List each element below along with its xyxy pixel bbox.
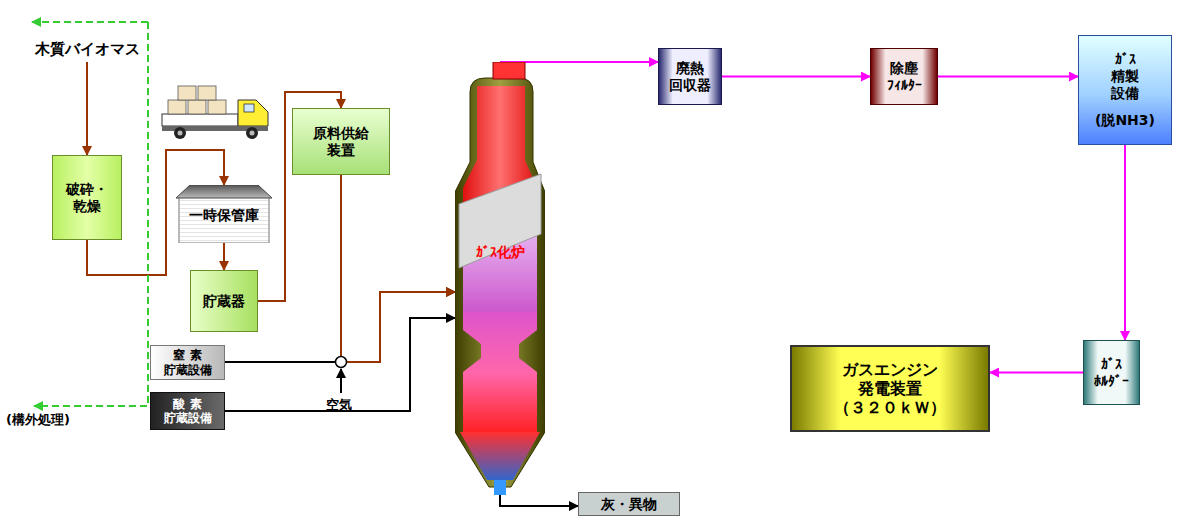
tank-box: 窒 素 貯蔵設備: [150, 345, 225, 380]
generator-box: ガスエンジン 発電装置 （３２０ｋＷ）: [790, 345, 990, 432]
node-sublabel: (脱NH3): [1095, 112, 1155, 129]
node-label: ｶﾞｽ 精製 設備: [1103, 51, 1147, 101]
storage-building: 一時保管庫: [176, 185, 272, 243]
source-label: 木質バイオマス: [26, 36, 148, 62]
node-label: 木質バイオマス: [35, 40, 140, 58]
flow-arrow: [990, 372, 1083, 374]
node-label: 破砕・ 乾燥: [64, 181, 110, 215]
flow-arrow: [223, 243, 225, 270]
node-label: 廃熱 回収器: [667, 60, 713, 94]
node-label: ｶﾞｽ ﾎﾙﾀﾞｰ: [1089, 356, 1135, 390]
node-label: ガスエンジン 発電装置 （３２０ｋＷ）: [809, 360, 971, 418]
process-box: 廃熱 回収器: [658, 48, 722, 105]
node-label: 窒 素 貯蔵設備: [160, 348, 216, 377]
node-label: 灰・異物: [601, 496, 657, 513]
flow-arrow: [500, 495, 578, 506]
node-label: 酸 素 貯蔵設備: [160, 397, 216, 426]
output-box: 灰・異物: [578, 492, 680, 516]
process-box: 原料供給 装置: [292, 108, 390, 175]
flow-arrow: [938, 76, 1078, 78]
process-box: 破砕・ 乾燥: [52, 155, 122, 240]
flow-arrow: [341, 175, 455, 362]
process-box: 除塵 ﾌｨﾙﾀｰ: [870, 48, 938, 105]
dashed-route: [32, 21, 148, 23]
tank-box: 酸 素 貯蔵設備: [150, 392, 225, 430]
air-arrow: [340, 369, 342, 393]
process-box: ｶﾞｽ ﾎﾙﾀﾞｰ: [1083, 340, 1140, 405]
node-label: 貯蔵器: [203, 293, 245, 310]
flow-arrow: [722, 76, 870, 78]
flow-arrow: [86, 62, 88, 155]
node-label: ｶﾞｽ化炉: [455, 244, 545, 261]
truck-illustration: [162, 86, 268, 139]
note-label: (構外処理): [6, 411, 70, 429]
junction-circle: [336, 357, 347, 368]
dashed-route: [34, 22, 148, 406]
process-box: 貯蔵器: [190, 270, 258, 332]
gasifier: ｶﾞｽ化炉: [455, 62, 545, 495]
node-label: 一時保管庫: [189, 207, 259, 224]
node-label: 除塵 ﾌｨﾙﾀｰ: [880, 60, 928, 94]
flow-arrow: [1124, 145, 1126, 340]
process-box: ｶﾞｽ 精製 設備 (脱NH3): [1078, 35, 1172, 145]
input-label: 空気: [326, 396, 352, 414]
furnace-outline: [455, 62, 545, 495]
node-label: 原料供給 装置: [308, 125, 374, 159]
